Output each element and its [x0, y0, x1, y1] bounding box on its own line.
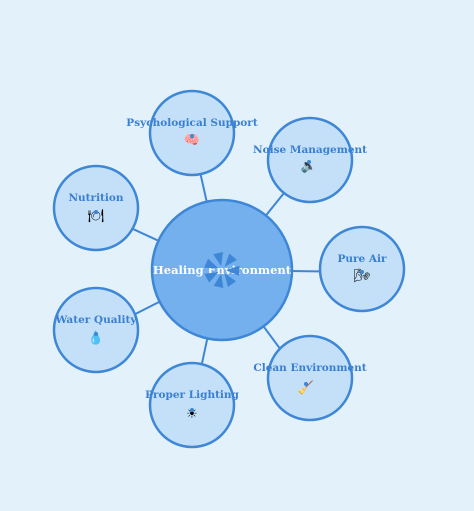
node-label-nutrition: Nutrition: [68, 192, 123, 204]
broom-icon: 🧹: [298, 380, 314, 396]
node-proper-lighting: Proper Lighting ☀: [145, 361, 240, 449]
connector-tip-water-quality: [94, 332, 98, 336]
connector-tip-clean-environment: [304, 382, 308, 386]
hub-wedge-proper-lighting: [213, 273, 224, 288]
hub-wedge-pure-air: [225, 265, 240, 276]
node-circle-pure-air: [318, 225, 406, 313]
center-circle: [150, 198, 294, 342]
node-pure-air: Pure Air 🌬: [318, 225, 406, 313]
node-water-quality: Water Quality 💧: [52, 286, 140, 374]
hub-marker: [204, 252, 240, 288]
node-noise-management: Noise Management 🔈: [253, 116, 367, 204]
node-circle-proper-lighting: [148, 361, 236, 449]
hub-wedge-psychological-support: [213, 252, 223, 267]
node-label-water-quality: Water Quality: [55, 314, 138, 326]
connector-tip-nutrition: [94, 210, 98, 214]
node-circle-noise-management: [266, 116, 354, 204]
brain-icon: 🧠: [184, 133, 200, 148]
node-label-noise-management: Noise Management: [253, 144, 367, 156]
connector-endpoints: [94, 134, 364, 412]
hub-wedge-clean-environment: [224, 273, 237, 287]
node-label-clean-environment: Clean Environment: [253, 362, 366, 374]
connector-tip-psychological-support: [190, 134, 194, 138]
center-node: Healing Environment: [150, 198, 294, 342]
droplet-icon: 💧: [88, 330, 104, 346]
node-circle-clean-environment: [266, 334, 354, 422]
hub-wedge-water-quality: [204, 271, 219, 283]
node-label-psychological-support: Psychological Support: [126, 117, 258, 129]
hub-wedge-noise-management: [224, 253, 237, 267]
plate-icon: 🍽: [88, 208, 105, 224]
connector-tip-noise-management: [307, 160, 311, 164]
node-psychological-support: Psychological Support 🧠: [126, 89, 258, 177]
satellite-nodes: Psychological Support 🧠 Noise Management 🔈 P…: [52, 89, 406, 449]
connector-tip-pure-air: [360, 270, 364, 274]
sun-icon: ☀: [186, 407, 198, 422]
hub-wedge-nutrition: [204, 258, 219, 269]
center-label: Healing Environment: [153, 263, 292, 277]
connector-tip-proper-lighting: [190, 408, 194, 412]
node-label-pure-air: Pure Air: [337, 253, 387, 265]
speaker-icon: 🔈: [301, 159, 317, 174]
wind-icon: 🌬: [354, 268, 371, 284]
node-circle-nutrition: [52, 164, 140, 252]
node-circle-psychological-support: [148, 89, 236, 177]
node-clean-environment: Clean Environment 🧹: [253, 334, 367, 422]
node-label-proper-lighting: Proper Lighting: [145, 389, 239, 401]
node-nutrition: Nutrition 🍽: [52, 164, 140, 252]
node-circle-water-quality: [52, 286, 140, 374]
